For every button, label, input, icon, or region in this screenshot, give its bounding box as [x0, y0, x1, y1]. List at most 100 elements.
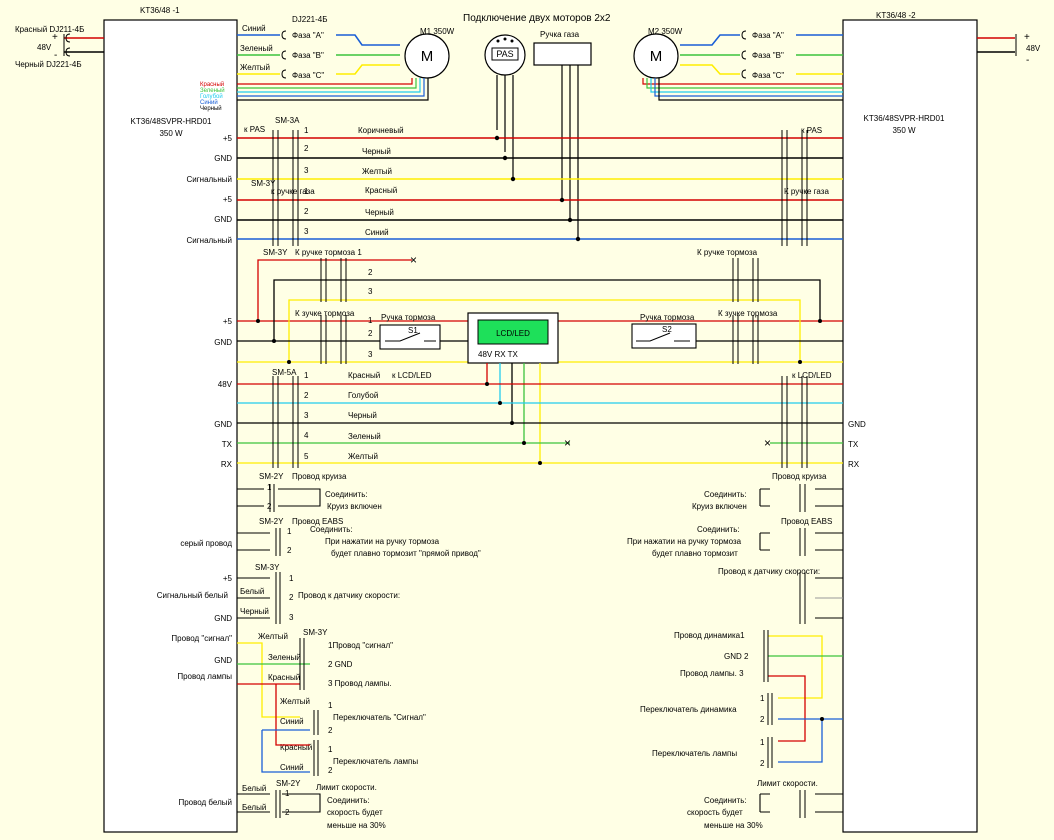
svg-text:1: 1 — [760, 694, 765, 703]
limit-left-title: Лимит скорости. — [316, 783, 377, 792]
limit-note-right-2: скорость будет — [687, 808, 743, 817]
svg-text:Желтый: Желтый — [258, 632, 288, 641]
switch-lamp-left: Переключатель лампы — [333, 757, 418, 766]
thr-n3: 3 — [304, 227, 309, 236]
pin-lamp: Провод лампы — [177, 672, 232, 681]
svg-text:2: 2 — [287, 546, 292, 555]
sm5a-label: SM-5A — [272, 368, 297, 377]
brake1-n3: 3 — [368, 287, 373, 296]
battery-1-volt: 48V — [37, 43, 52, 52]
brake2-n3: 3 — [368, 350, 373, 359]
sm3y-a-label: SM-3Y — [251, 179, 276, 188]
eabs-note-left-1: Соединить: — [310, 525, 353, 534]
right-pin-rx: RX — [848, 460, 860, 469]
pas-label: PAS — [496, 49, 513, 59]
pin-p5b: +5 — [223, 195, 233, 204]
brake1-left-title: К ручке тормоза 1 — [295, 248, 362, 257]
brake2-n1: 1 — [368, 316, 373, 325]
battery-1-minus-label: Черный DJ221-4Б — [15, 60, 82, 69]
pin-white: Провод белый — [178, 798, 232, 807]
right-horn-l2: GND 2 — [724, 652, 749, 661]
diagram-title: Подключение двух моторов 2х2 — [463, 13, 611, 24]
battery-1-minus: - — [54, 50, 57, 61]
cruise-right-title: Провод круиза — [772, 472, 827, 481]
pin-horn: Провод "сигнал" — [171, 634, 232, 643]
svg-text:Белый: Белый — [242, 784, 266, 793]
brake2-n2: 2 — [368, 329, 373, 338]
eabs-right-title: Провод EABS — [781, 517, 832, 526]
sm2y-a-label: SM-2Y — [259, 472, 284, 481]
eabs-note-left-2: При нажатии на ручку тормоза — [325, 537, 440, 546]
pas-n2: 2 — [304, 144, 309, 153]
controller-2-model: KT36/48SVPR-HRD01 — [864, 114, 945, 123]
controller-2-tag: KT36/48 -2 — [876, 11, 916, 20]
right-horn-l1: Провод динамика1 — [674, 631, 745, 640]
right-horn-l3: Провод лампы. 3 — [680, 669, 744, 678]
throttle-body — [533, 42, 592, 66]
svg-text:Черный: Черный — [240, 607, 269, 616]
pin-rx: RX — [221, 460, 233, 469]
hall-legend-green: Зеленый — [200, 87, 225, 94]
pin-sig-white: Сигнальный белый — [157, 591, 228, 600]
svg-text:Белый: Белый — [242, 803, 266, 812]
motor-1-connector: DJ221-4Б — [292, 15, 328, 24]
pin-p5c: +5 — [223, 317, 233, 326]
pas-right-title: к PAS — [801, 126, 822, 135]
svg-text:×: × — [764, 436, 771, 450]
horn-pin-1: 1Провод "сигнал" — [328, 641, 393, 650]
pin-gnd2: GND — [214, 215, 232, 224]
brake1-right-title: К ручке тормоза — [697, 248, 758, 257]
svg-text:Зеленый: Зеленый — [268, 653, 301, 662]
pas-n3: 3 — [304, 166, 309, 175]
svg-text:1: 1 — [328, 701, 333, 710]
lcd-screen — [477, 319, 549, 345]
right-pin-gnd: GND — [848, 420, 866, 429]
switch-horn-left: Переключатель "Сигнал" — [333, 713, 426, 722]
thr-w3: Синий — [365, 228, 389, 237]
speed-right-title: Провод к датчику скорости: — [718, 567, 820, 576]
eabs-note-right-1: Соединить: — [697, 525, 740, 534]
brake1-n2: 2 — [368, 268, 373, 277]
right-switch-lamp: Переключатель лампы — [652, 749, 737, 758]
sm2y-c-label: SM-2Y — [276, 779, 301, 788]
svg-text:2: 2 — [289, 593, 294, 602]
motor-2-label: M2 350W — [648, 27, 683, 36]
hall-legend-black: Черный — [200, 105, 222, 112]
pin-p5a: +5 — [223, 134, 233, 143]
sm2y-b-label: SM-2Y — [259, 517, 284, 526]
svg-text:Красный: Красный — [280, 743, 312, 752]
thr-n2: 2 — [304, 207, 309, 216]
battery-1-plus-label: Красный DJ211-4Б — [15, 25, 84, 34]
lcd-n1: 1 — [304, 371, 309, 380]
motor-2-symbol — [633, 33, 679, 79]
lcd-n3: 3 — [304, 411, 309, 420]
lcd-n2: 2 — [304, 391, 309, 400]
speed-left-title: Провод к датчику скорости: — [298, 591, 400, 600]
svg-text:2: 2 — [328, 726, 333, 735]
sm3y-d-label: SM-3Y — [303, 628, 328, 637]
svg-text:Желтый: Желтый — [280, 697, 310, 706]
svg-text:S2: S2 — [662, 325, 672, 334]
hall-legend-blue: Синий — [200, 99, 218, 106]
lcd-left-title: к LCD/LED — [392, 371, 432, 380]
battery-2-minus: - — [1026, 55, 1029, 66]
lcd-label: LCD/LED — [496, 329, 530, 338]
pin-tx: TX — [222, 440, 233, 449]
cruise-note-right-2: Круиз включен — [692, 502, 747, 511]
motor-1-wire-green: Зеленый — [240, 44, 273, 53]
battery-2-volt: 48V — [1026, 44, 1041, 53]
controller-1-box — [103, 19, 238, 833]
lcd-w1: Красный — [348, 371, 380, 380]
sm3a-label: SM-3A — [275, 116, 300, 125]
controller-1-tag: KT36/48 -1 — [140, 6, 180, 15]
brake2-right-title: К зучке тормоза — [718, 309, 778, 318]
pin-gnd3: GND — [214, 338, 232, 347]
horn-pin-2: 2 GND — [328, 660, 353, 669]
lcd-pins: 48V RX TX — [478, 350, 519, 359]
motor-1-wire-yellow: Желтый — [240, 63, 270, 72]
motor-1-symbol — [404, 33, 450, 79]
motor-1-phase-c: Фаза "С" — [292, 71, 324, 80]
motor-1-hall-bundle — [237, 78, 429, 101]
brake2-left-title: К зучке тормоза — [295, 309, 355, 318]
thr-n1: 1 — [304, 187, 309, 196]
